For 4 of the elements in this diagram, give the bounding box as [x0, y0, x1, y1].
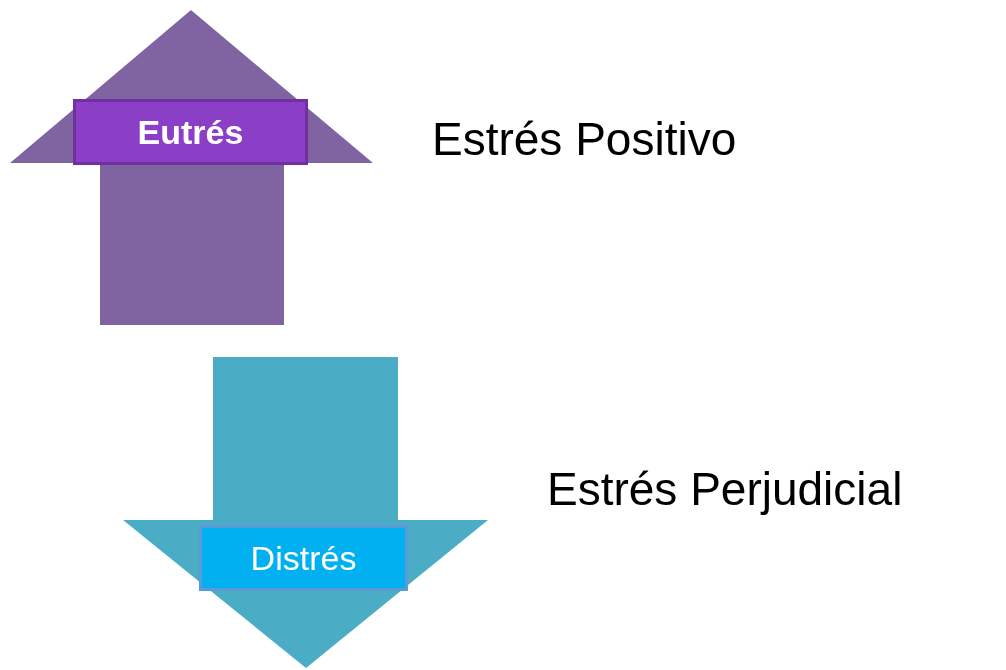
label-box: Distrés — [199, 525, 408, 591]
caption-text: Estrés Perjudicial — [547, 462, 903, 516]
label-box: Eutrés — [73, 99, 308, 165]
caption-text: Estrés Positivo — [432, 112, 737, 166]
